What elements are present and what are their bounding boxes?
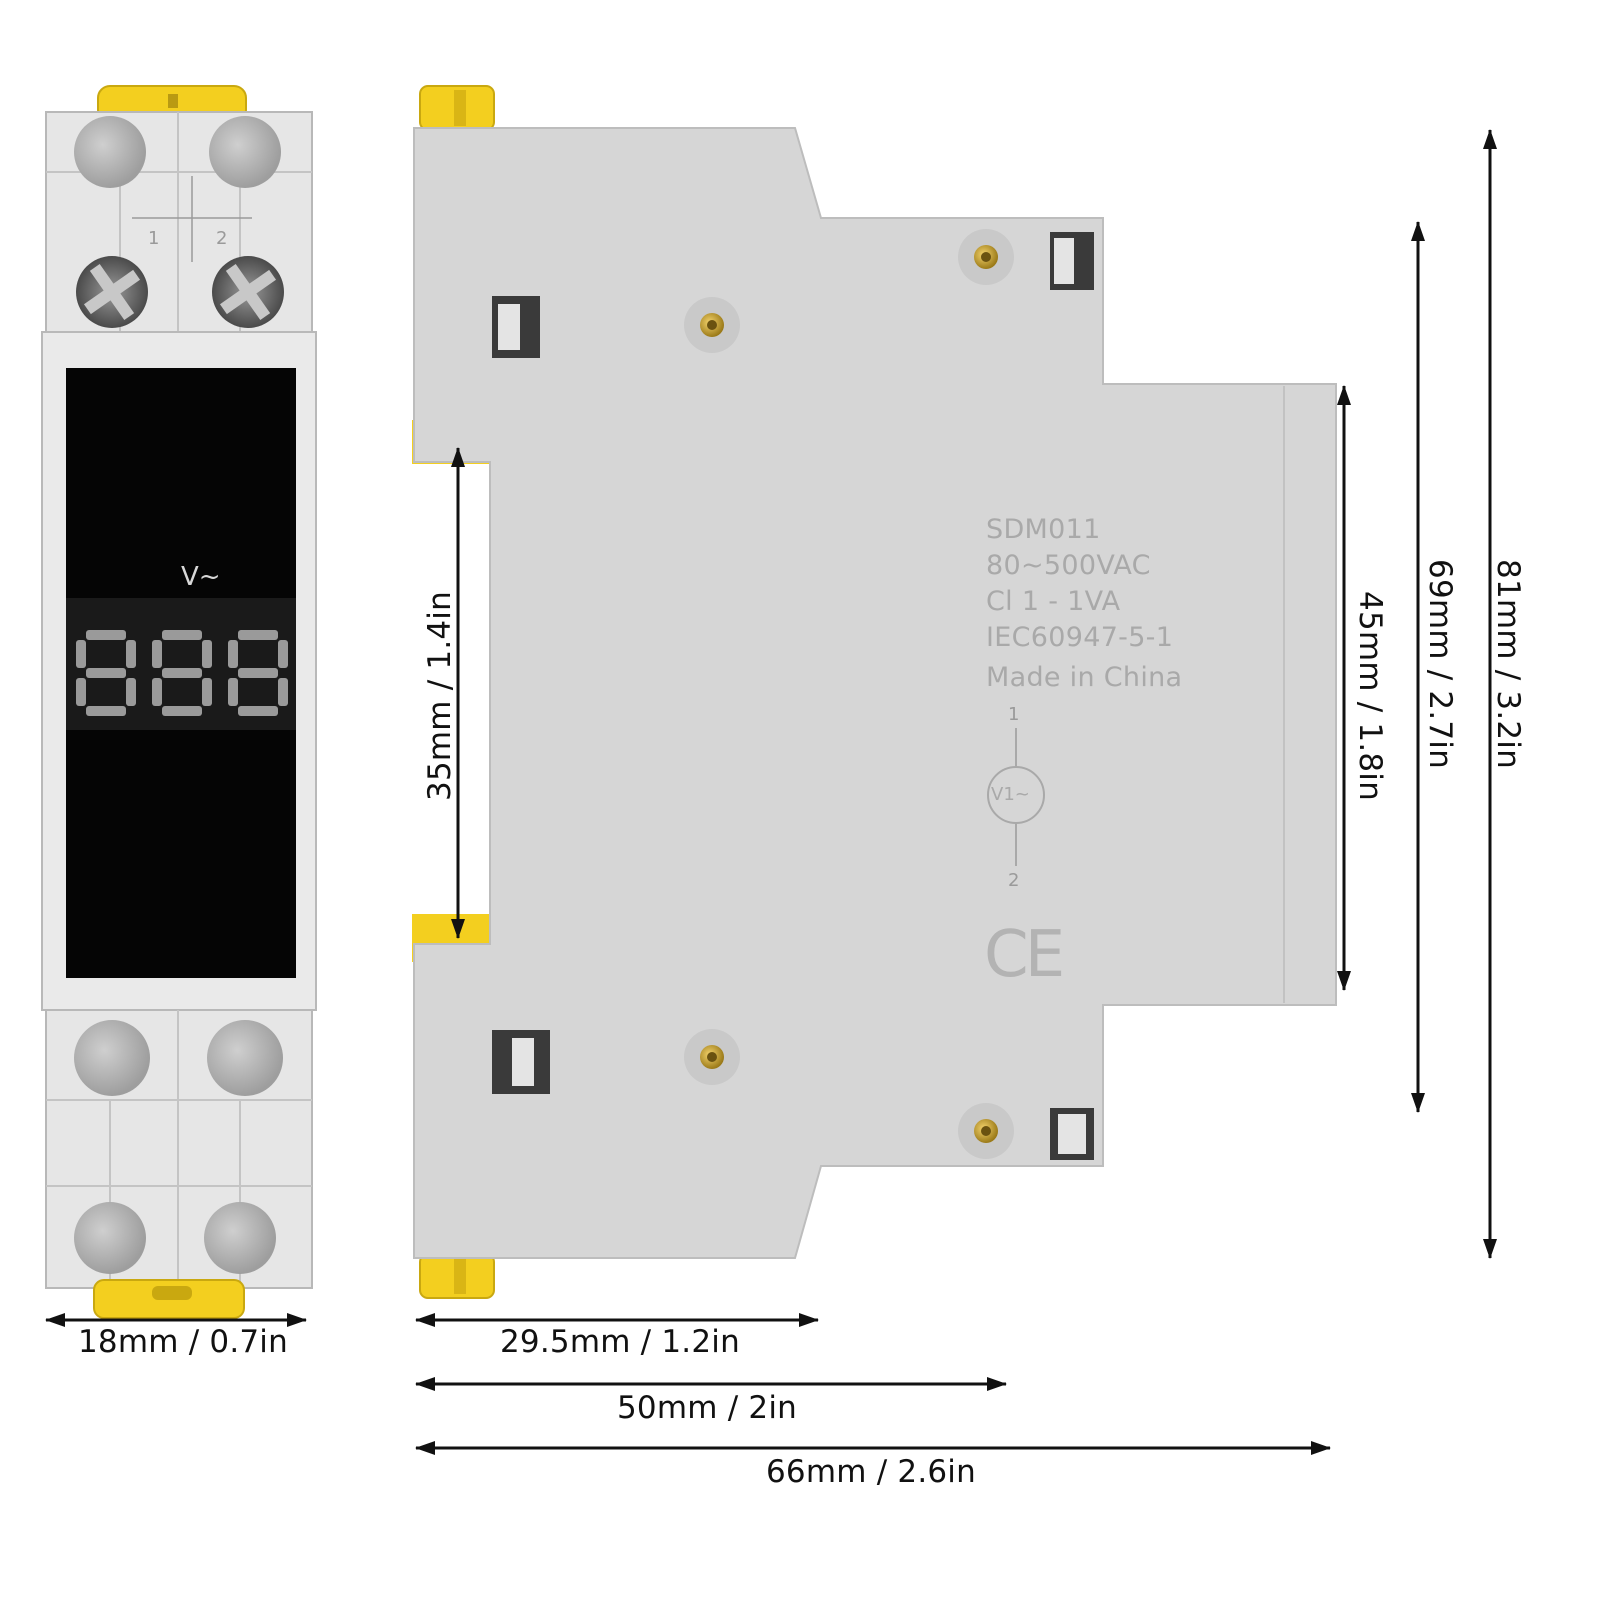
- digit-2-segment-f: [152, 640, 162, 668]
- front-screw-right: [212, 256, 284, 328]
- digit-1-segment-a: [86, 630, 126, 640]
- digit-3-segment-d: [238, 706, 278, 716]
- front-top-hole-right: [209, 116, 281, 188]
- digit-3-segment-e: [228, 678, 238, 706]
- digit-2-segment-a: [162, 630, 202, 640]
- digit-1-segment-f: [76, 640, 86, 668]
- front-bottom-hole-right-1: [207, 1020, 283, 1096]
- front-bottom-hole-left-2: [74, 1202, 146, 1274]
- digit-1-segment-e: [76, 678, 86, 706]
- front-top-hole-left: [74, 116, 146, 188]
- dim-label-29-5mm: 29.5mm / 1.2in: [500, 1324, 740, 1360]
- display-digits: [76, 630, 288, 716]
- side-housing: [413, 127, 1337, 1259]
- dim-label-45mm: 45mm / 1.8in: [1352, 591, 1388, 801]
- label-standard: IEC60947-5-1: [986, 622, 1174, 653]
- symbol-terminal-2: 2: [1008, 870, 1020, 891]
- display-unit-label: V~: [181, 562, 221, 592]
- symbol-voltmeter-text: V1~: [991, 784, 1030, 805]
- dim-label-35mm: 35mm / 1.4in: [422, 591, 458, 801]
- slot-3: [492, 1030, 550, 1094]
- digit-2-segment-c: [202, 678, 212, 706]
- terminal-label-1: 1: [148, 228, 160, 249]
- dim-label-50mm: 50mm / 2in: [617, 1390, 797, 1426]
- digit-2-segment-g: [162, 668, 202, 678]
- dim-label-81mm: 81mm / 3.2in: [1490, 559, 1526, 769]
- dim-label-66mm: 66mm / 2.6in: [766, 1454, 976, 1490]
- digit-3-segment-f: [228, 640, 238, 668]
- label-origin: Made in China: [986, 662, 1183, 693]
- dimension-arrows: [45, 129, 1497, 1455]
- digit-2-segment-d: [162, 706, 202, 716]
- digit-1-segment-g: [86, 668, 126, 678]
- digit-1-segment-b: [126, 640, 136, 668]
- slot-2: [1050, 232, 1094, 290]
- digit-1-segment-c: [126, 678, 136, 706]
- label-class: Cl 1 - 1VA: [986, 586, 1121, 617]
- label-model: SDM011: [986, 514, 1101, 545]
- brass-insert-1: [684, 297, 740, 353]
- front-bottom-hole-right-2: [204, 1202, 276, 1274]
- slot-4: [1050, 1108, 1094, 1160]
- brass-insert-3: [684, 1029, 740, 1085]
- symbol-terminal-1: 1: [1008, 704, 1020, 725]
- front-bottom-hole-left-1: [74, 1020, 150, 1096]
- dim-label-69mm: 69mm / 2.7in: [1422, 559, 1458, 769]
- digit-3-segment-a: [238, 630, 278, 640]
- brass-insert-2: [958, 229, 1014, 285]
- ce-mark: CE: [984, 918, 1065, 992]
- terminal-label-2: 2: [216, 228, 228, 249]
- digit-3-segment-c: [278, 678, 288, 706]
- digit-3-segment-g: [238, 668, 278, 678]
- label-voltage-range: 80~500VAC: [986, 550, 1151, 581]
- brass-insert-4: [958, 1103, 1014, 1159]
- front-screw-left: [76, 256, 148, 328]
- digit-2-segment-b: [202, 640, 212, 668]
- digit-1-segment-d: [86, 706, 126, 716]
- dim-label-18mm: 18mm / 0.7in: [78, 1324, 288, 1360]
- slot-1: [492, 296, 540, 358]
- digit-2-segment-e: [152, 678, 162, 706]
- side-view: [412, 85, 1337, 1299]
- digit-3-segment-b: [278, 640, 288, 668]
